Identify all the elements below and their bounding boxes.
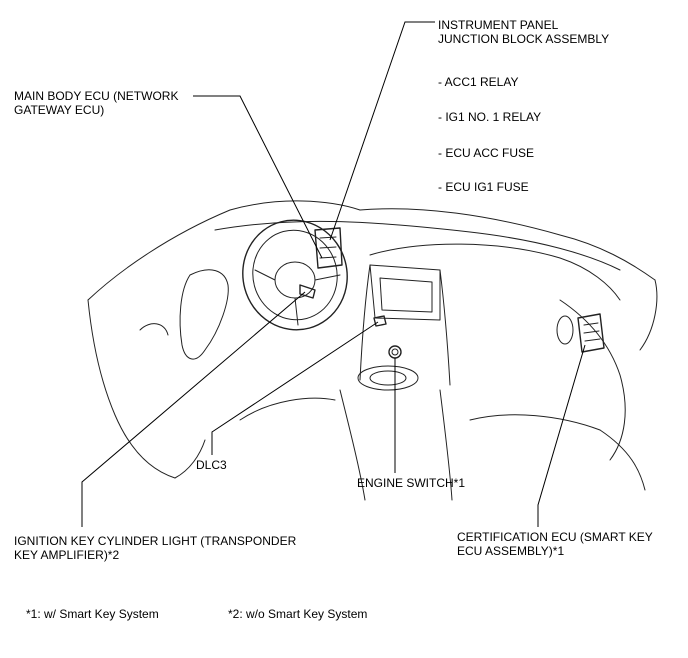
dlc3-label: DLC3 [196, 458, 227, 472]
footnote-smart-key: *1: w/ Smart Key System [26, 607, 159, 621]
ipjb-item-acc1-relay: - ACC1 RELAY [438, 75, 519, 89]
ipjb-item-ig1-relay: - IG1 NO. 1 RELAY [438, 110, 542, 124]
ignition-key-label-line1: IGNITION KEY CYLINDER LIGHT (TRANSPONDER [14, 534, 297, 548]
ignition-key-label-line2: KEY AMPLIFIER)*2 [14, 548, 120, 562]
leader-lines [81, 21, 586, 527]
ipjb-item-ecu-acc-fuse: - ECU ACC FUSE [438, 146, 535, 160]
certification-ecu-label-line1: CERTIFICATION ECU (SMART KEY [457, 530, 653, 544]
ipjb-item-ecu-ig1-fuse: - ECU IG1 FUSE [438, 180, 529, 194]
ipjb-label-line1: INSTRUMENT PANEL [438, 18, 559, 32]
footnote-no-smart-key: *2: w/o Smart Key System [228, 607, 368, 621]
engine-switch-label: ENGINE SWITCH*1 [357, 476, 466, 490]
ipjb-label-line2: JUNCTION BLOCK ASSEMBLY [438, 32, 610, 46]
main-body-ecu-label-line1: MAIN BODY ECU (NETWORK [14, 89, 179, 103]
dashboard-drawing [87, 200, 658, 501]
main-body-ecu-label-line2: GATEWAY ECU) [14, 103, 105, 117]
certification-ecu-label-line2: ECU ASSEMBLY)*1 [457, 544, 565, 558]
